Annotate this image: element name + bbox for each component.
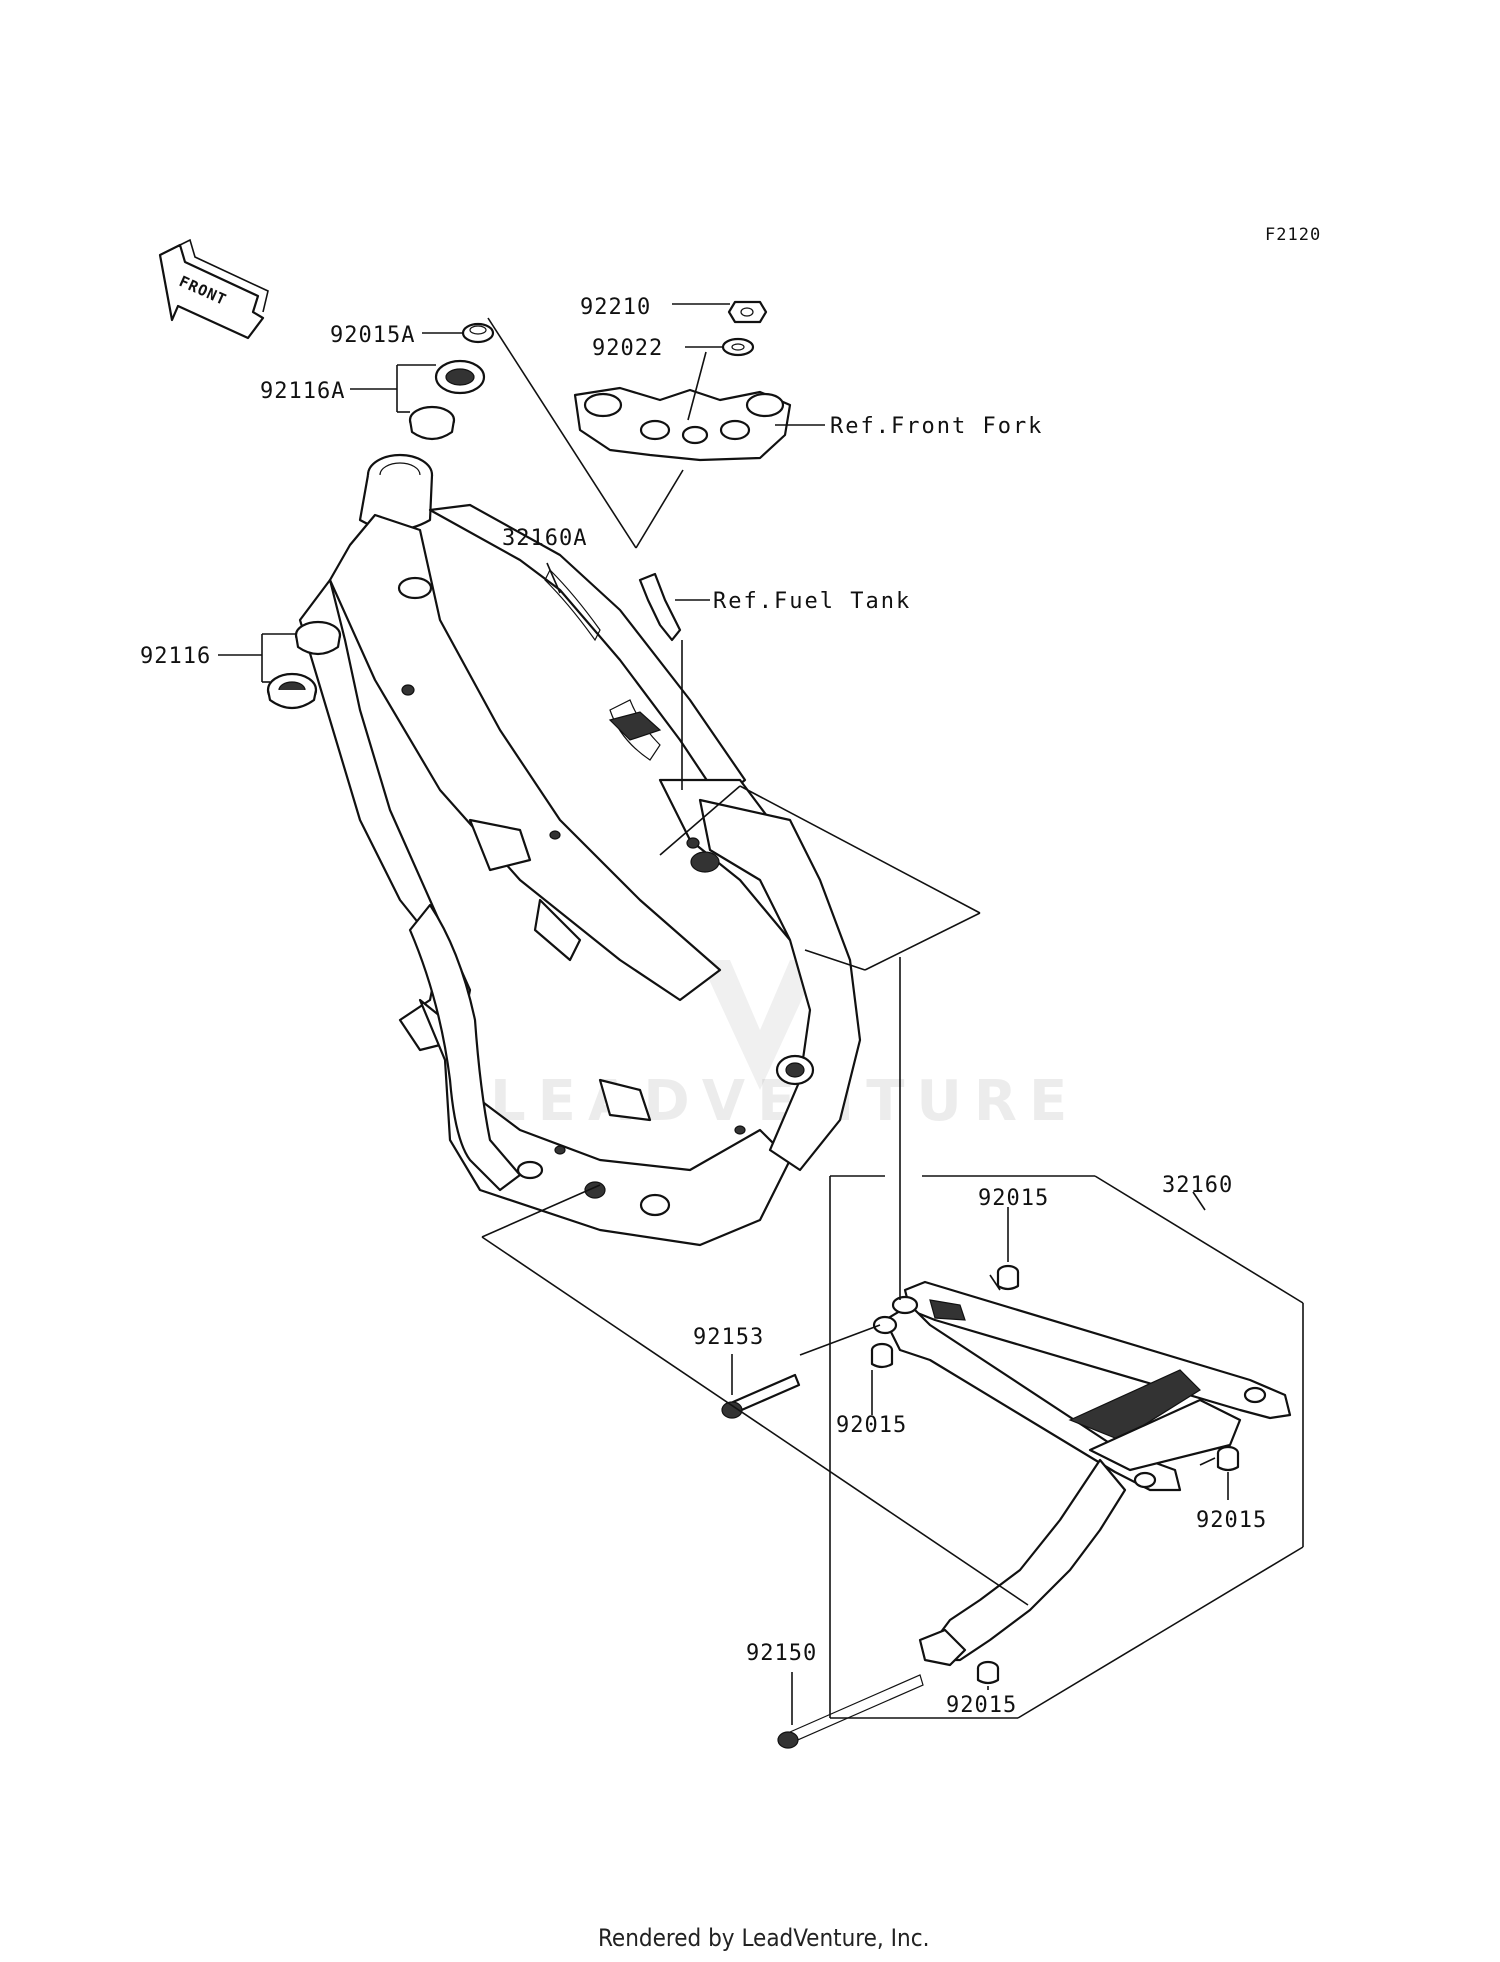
callout-92153: 92153 [693, 1325, 764, 1350]
callout-92015A: 92015A [330, 323, 415, 348]
washer-92022 [721, 337, 755, 357]
bearing-92116-lower [266, 672, 318, 710]
bolt-92153 [721, 1373, 801, 1419]
footer-credit: Rendered by LeadVenture, Inc. [598, 1924, 929, 1952]
ref-front-fork: Ref.Front Fork [830, 414, 1043, 439]
nut-92015A [461, 322, 495, 344]
callout-92116A: 92116A [260, 379, 345, 404]
upper-triple-clamp [573, 386, 792, 462]
collar-92015-mid [870, 1342, 894, 1369]
nut-92210 [727, 300, 768, 324]
callout-32160: 32160 [1162, 1173, 1233, 1198]
callout-32160A: 32160A [502, 526, 587, 551]
callout-92150: 92150 [746, 1641, 817, 1666]
collar-92015-bottom [976, 1660, 1000, 1685]
watermark: LEADVENTURE [490, 960, 1079, 1134]
ref-fuel-tank: Ref.Fuel Tank [713, 589, 911, 614]
fuel-tank-bracket [638, 572, 682, 642]
leader-lines [218, 303, 1304, 1725]
callout-92015-right: 92015 [1196, 1508, 1267, 1533]
collar-92015-right [1216, 1445, 1240, 1472]
front-arrow-icon: FRONT [158, 238, 269, 340]
callout-92015-bottom: 92015 [946, 1693, 1017, 1718]
main-frame-32160A [298, 453, 862, 1247]
diagram-code: F2120 [1265, 225, 1321, 245]
callout-92116: 92116 [140, 644, 211, 669]
callout-92210: 92210 [580, 295, 651, 320]
callout-92022: 92022 [592, 336, 663, 361]
callout-92015-mid: 92015 [836, 1413, 907, 1438]
callout-92015-top: 92015 [978, 1186, 1049, 1211]
collar-92015-top [996, 1264, 1020, 1291]
race-92116A-lower [408, 405, 456, 441]
watermark-text: LEADVENTURE [490, 1069, 1079, 1134]
race-92116-upper [294, 620, 342, 656]
rear-frame-32160 [872, 1280, 1292, 1667]
bearing-92116A-upper [434, 359, 486, 395]
bolt-92150 [777, 1674, 924, 1749]
